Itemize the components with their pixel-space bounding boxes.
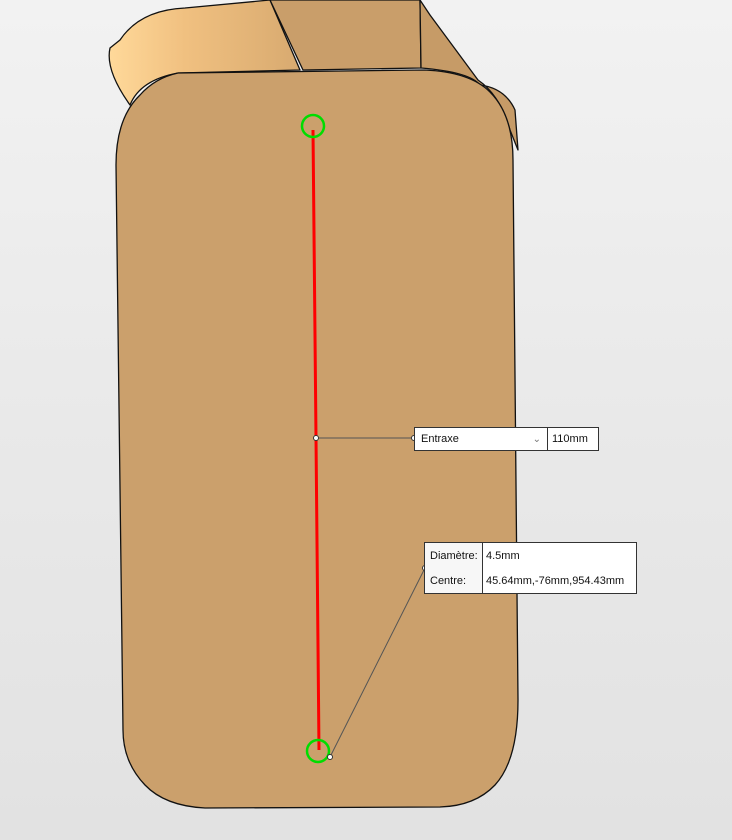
distance-callout: Entraxe ⌄ 110mm: [414, 427, 599, 451]
distance-value: 110mm: [552, 433, 588, 445]
bottom-hole-selection[interactable]: [305, 738, 331, 764]
hole-info-callout: Diamètre: Centre: 4.5mm 45.64mm,-76mm,95…: [424, 542, 637, 594]
leader-anchor: [327, 754, 333, 760]
center-label: Centre:: [430, 574, 467, 587]
chevron-down-icon: ⌄: [532, 433, 541, 445]
distance-type-dropdown[interactable]: Entraxe ⌄: [415, 428, 548, 450]
info-leader-line: [329, 567, 426, 758]
center-value: 45.64mm,-76mm,954.43mm: [486, 574, 625, 587]
part-upper-features: [108, 0, 519, 151]
left-cylinder-face: [108, 0, 301, 106]
distance-type-label: Entraxe: [421, 433, 459, 445]
leader-anchor: [313, 435, 319, 441]
diameter-label: Diamètre:: [430, 549, 478, 562]
top-hole-selection[interactable]: [300, 113, 326, 139]
diameter-value: 4.5mm: [486, 549, 520, 562]
